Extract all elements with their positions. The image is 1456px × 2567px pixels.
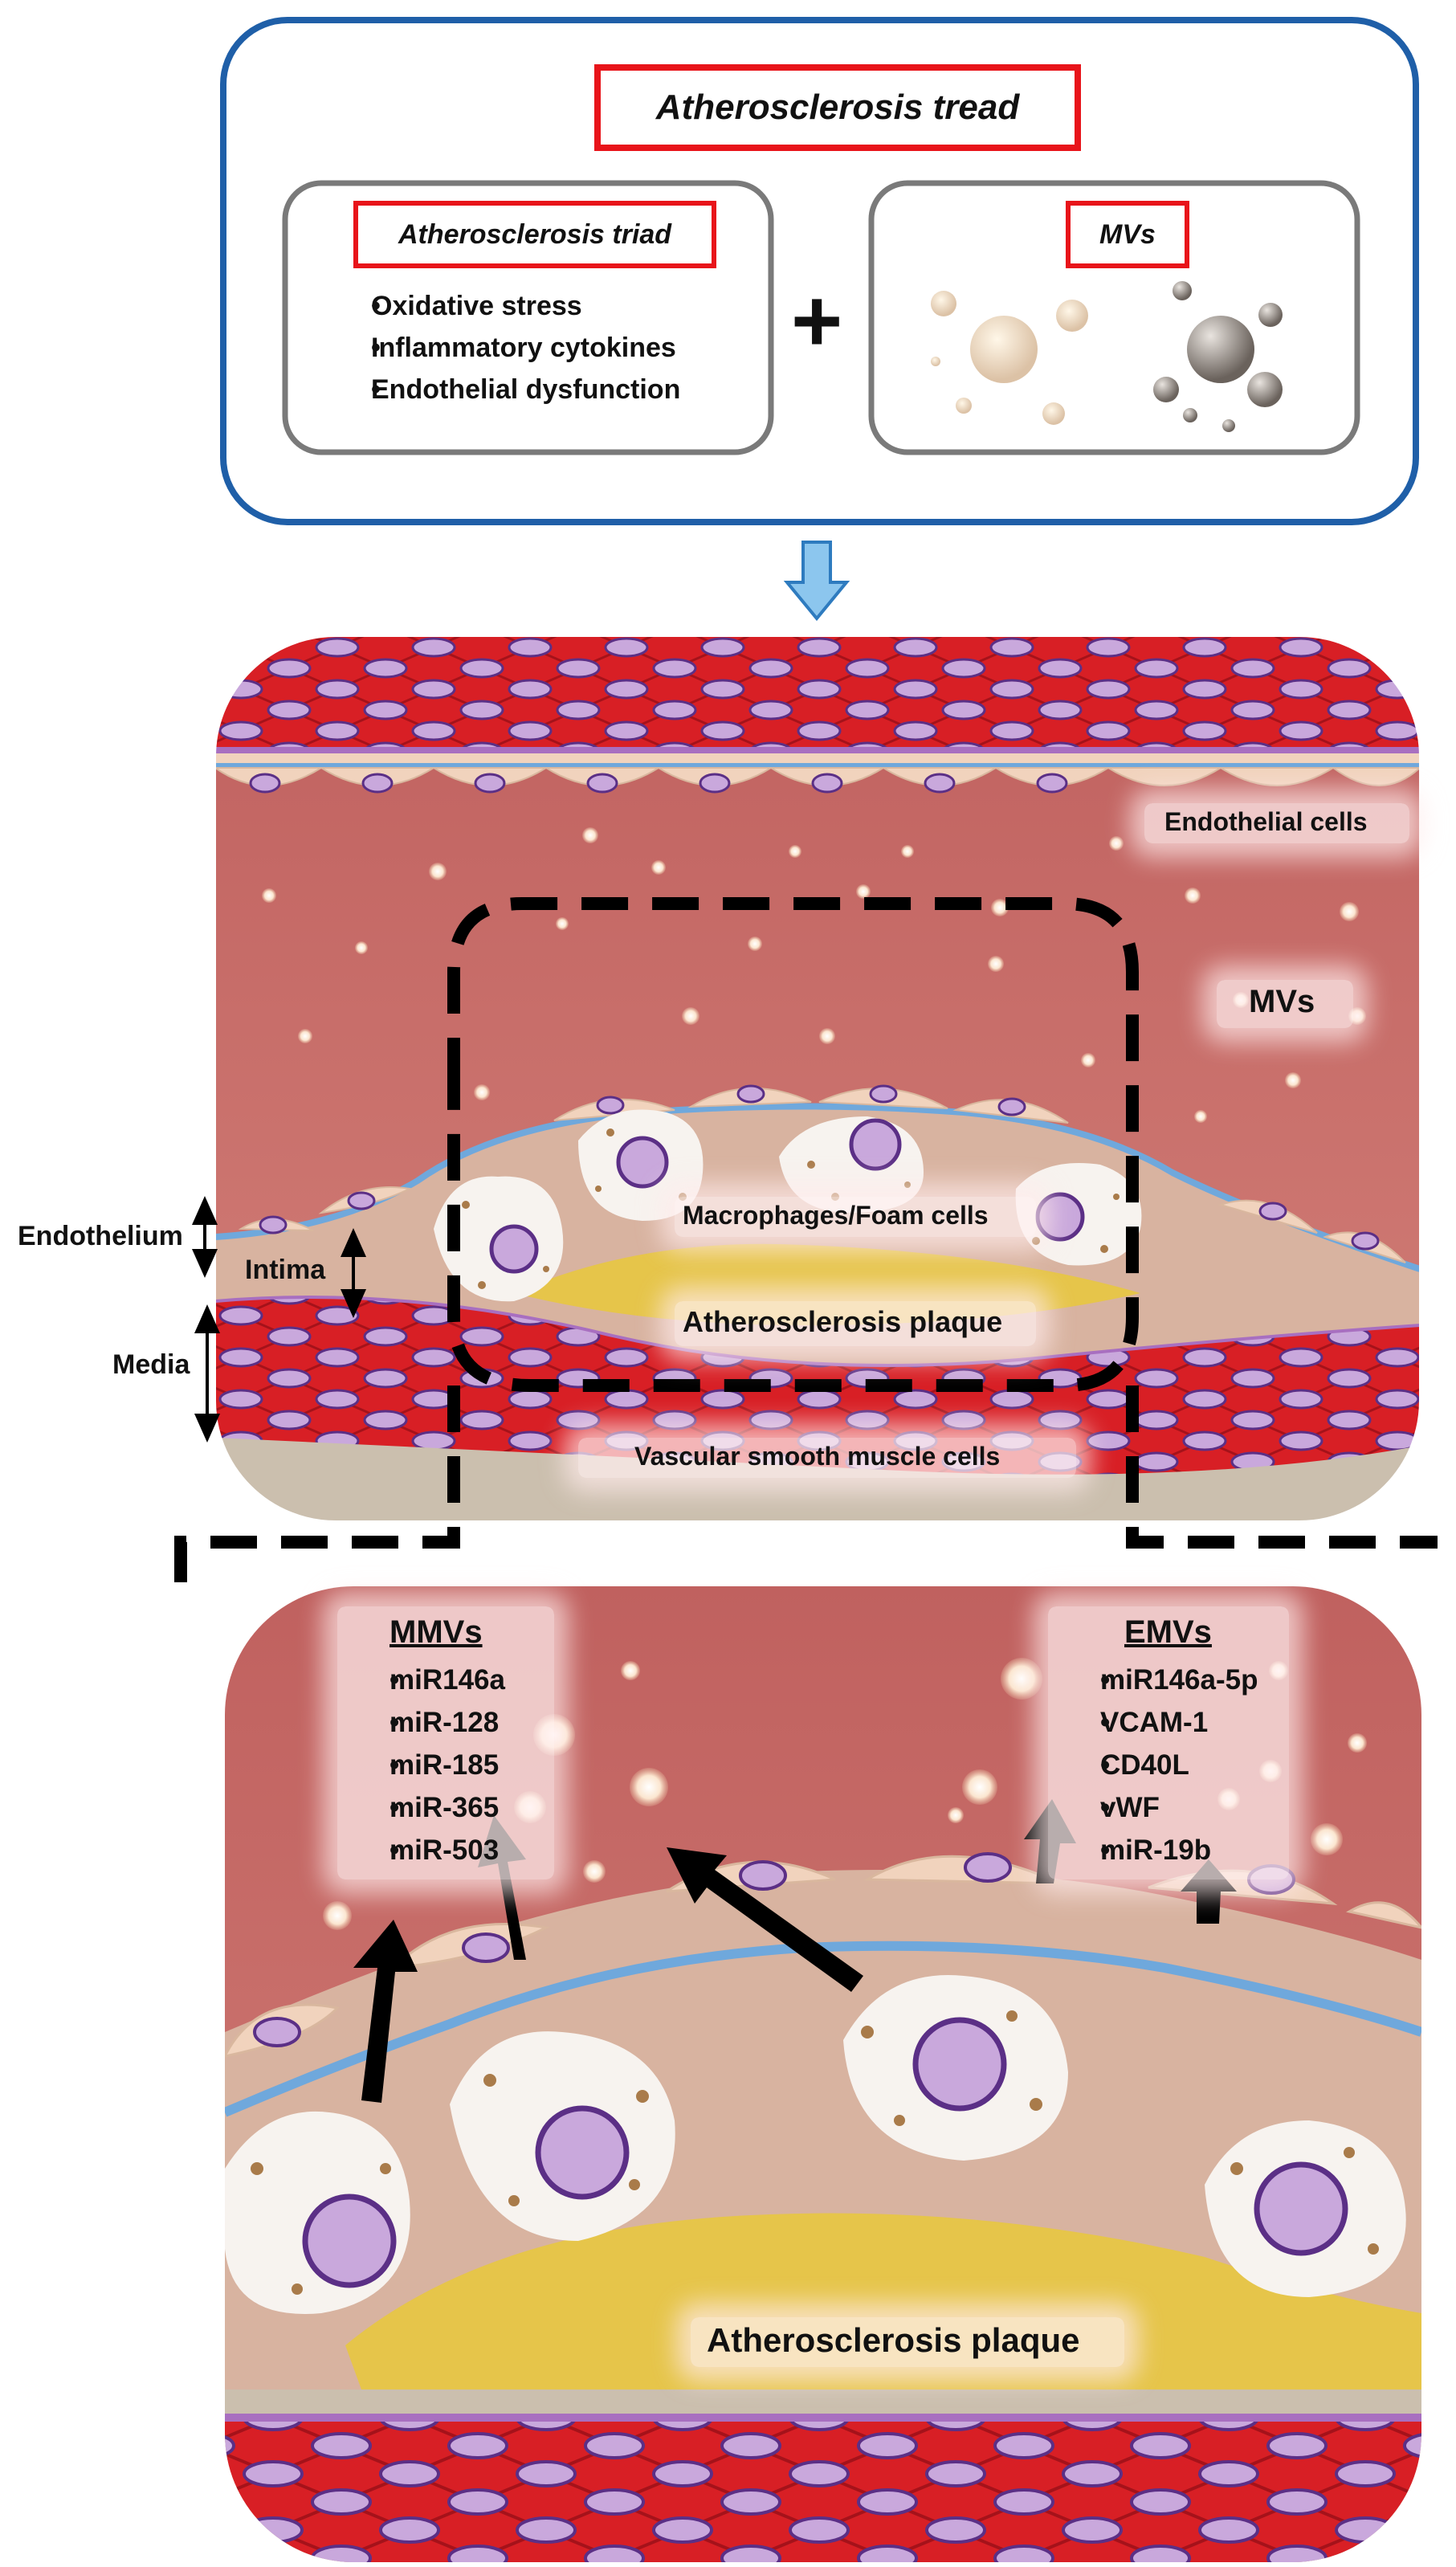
label-mvs: MVs [1249,984,1315,1019]
mvs-box [868,180,1360,455]
mmvs-item: miR-503 [353,1829,505,1871]
mmvs-title: MMVs [389,1614,483,1650]
label-vsmc: Vascular smooth muscle cells [634,1442,1001,1471]
label-macrophages: Macrophages/Foam cells [683,1201,989,1230]
emvs-list: miR146a-5p VCAM-1 CD40L vWF miR-19b [1064,1659,1258,1871]
down-arrow-icon [783,541,850,622]
mmvs-list: miR146a miR-128 miR-185 miR-365 miR-503 [353,1659,505,1871]
emvs-item: vWF [1064,1786,1258,1829]
emvs-item: VCAM-1 [1064,1701,1258,1744]
plus-sign: + [791,271,843,370]
mmvs-item: miR-185 [353,1744,505,1786]
vessel-panel [215,636,1420,1521]
label-endothelial-cells: Endothelial cells [1164,807,1368,836]
triad-list: Oxidative stress Inflammatory cytokines … [329,285,680,410]
vessel-panel-frame [214,635,1421,1522]
label-endothelium: Endothelium [18,1221,183,1251]
zoom-label-plaque: Atherosclerosis plaque [707,2321,1080,2359]
emvs-item: miR-19b [1064,1829,1258,1871]
zoom-dashed-outline [174,897,1438,1582]
layer-markers [192,1196,366,1443]
mmvs-item: miR-128 [353,1701,505,1744]
mvs-title: MVs [1066,201,1189,268]
triad-title: Atherosclerosis triad [353,201,716,268]
emvs-item: miR146a-5p [1064,1659,1258,1701]
main-title: Atherosclerosis tread [594,64,1081,151]
mv-spheres-illustration [931,281,1283,432]
triad-item: Inflammatory cytokines [329,327,680,369]
label-intima: Intima [245,1255,326,1285]
emvs-item: CD40L [1064,1744,1258,1786]
mmvs-item: miR-365 [353,1786,505,1829]
mmvs-item: miR146a [353,1659,505,1701]
emvs-title: EMVs [1124,1614,1212,1650]
triad-item: Oxidative stress [329,285,680,327]
triad-item: Endothelial dysfunction [329,369,680,410]
label-media: Media [112,1349,190,1380]
label-plaque: Atherosclerosis plaque [683,1305,1003,1338]
